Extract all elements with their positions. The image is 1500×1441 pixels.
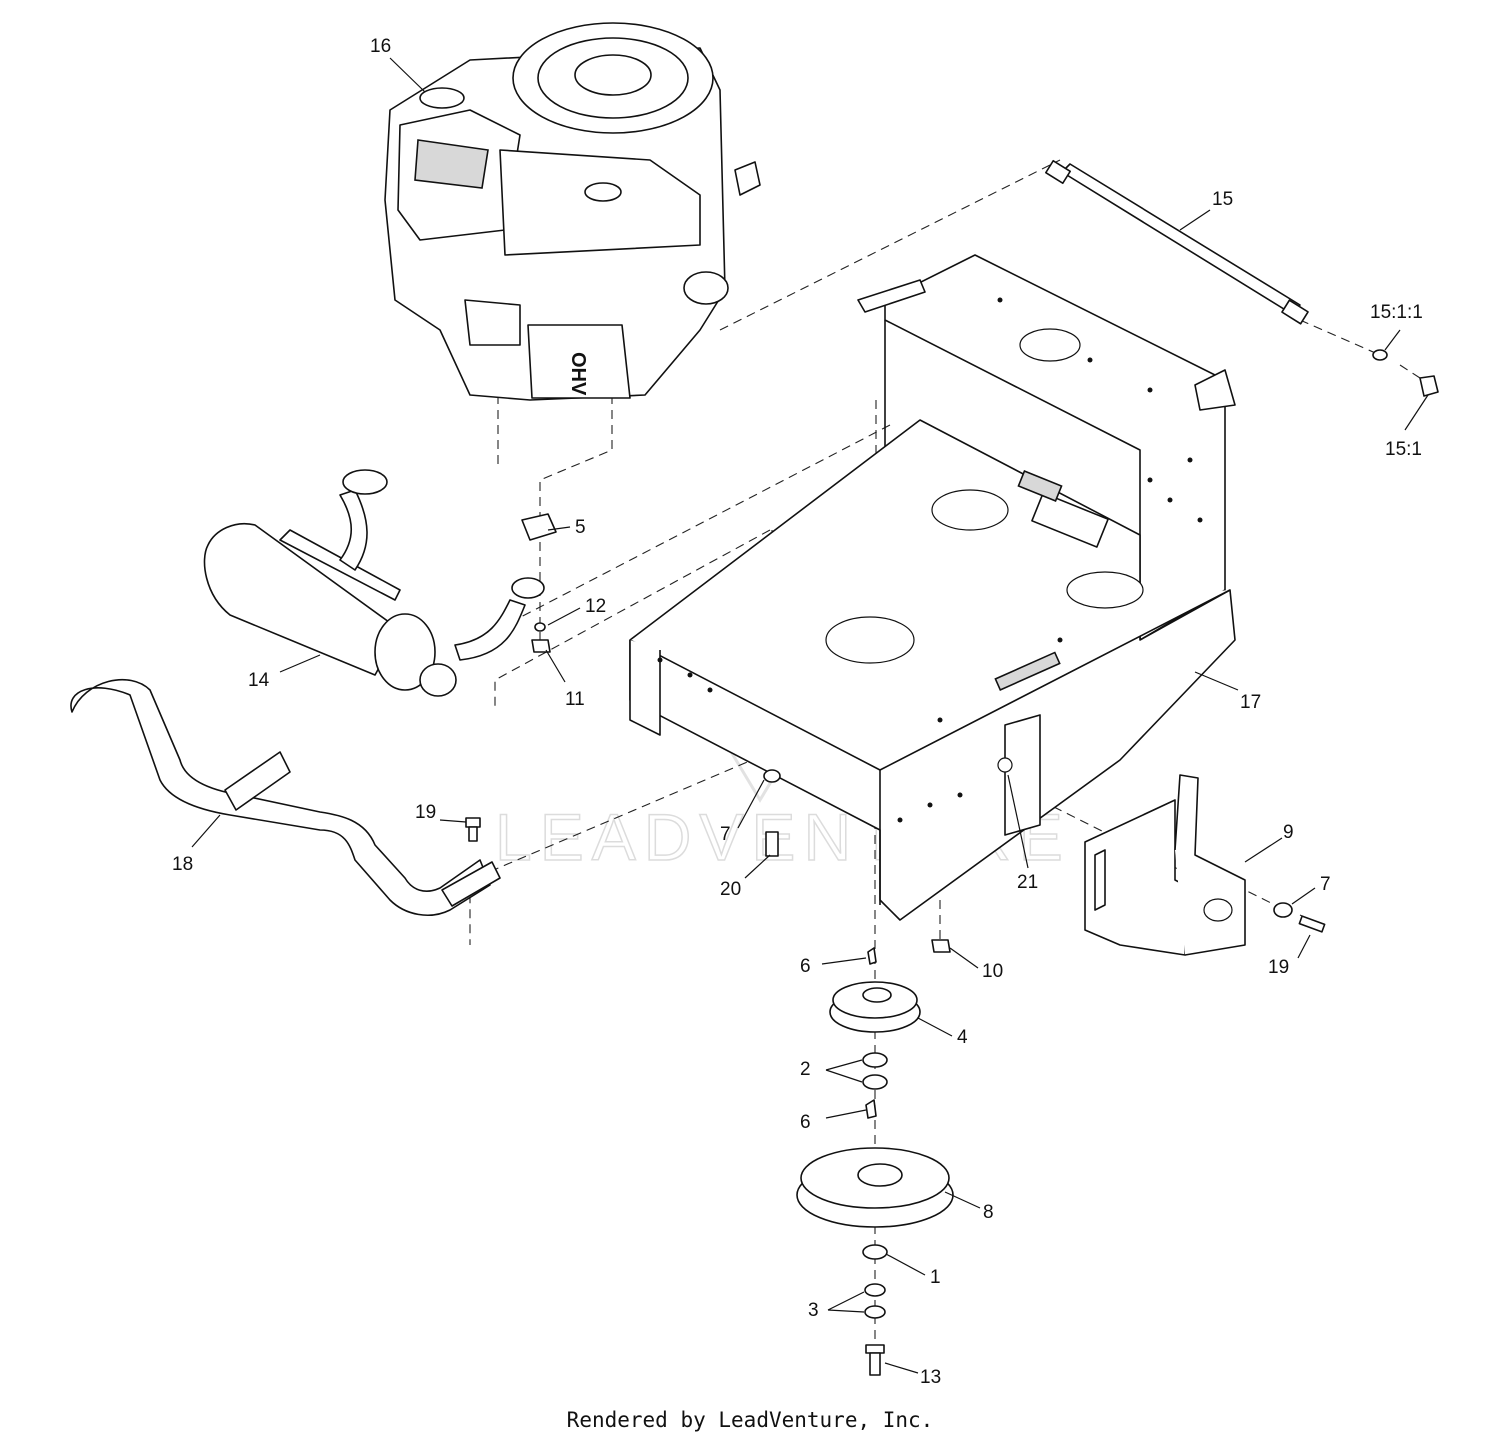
callout-12: 12 (585, 596, 606, 617)
callout-15: 15 (1212, 189, 1233, 210)
callout-20: 20 (720, 879, 741, 900)
bolt-19-right (1273, 902, 1326, 933)
callout-8: 8 (983, 1202, 994, 1223)
footer-credit: Rendered by LeadVenture, Inc. (567, 1408, 934, 1432)
handlebar (70, 678, 501, 916)
stud-20 (763, 769, 781, 857)
callout-5: 5 (575, 517, 586, 538)
leader-lines (191, 57, 1429, 1374)
callout-4: 4 (957, 1027, 968, 1048)
callout-6-bottom: 6 (800, 1112, 811, 1133)
callout-17: 17 (1240, 692, 1261, 713)
callout-16: 16 (370, 36, 391, 57)
callout-15-1-1: 15:1:1 (1370, 302, 1423, 323)
engine-ohv-label: OHV (567, 352, 589, 396)
callout-19-left: 19 (415, 802, 436, 823)
callout-2: 2 (800, 1059, 811, 1080)
callout-7-right: 7 (1320, 874, 1331, 895)
callout-7-left: 7 (720, 824, 731, 845)
callout-19-right: 19 (1268, 957, 1289, 978)
exhaust-hardware (521, 513, 557, 653)
callout-15-1: 15:1 (1385, 439, 1422, 460)
bolt-19-left (465, 817, 481, 842)
callout-6-top: 6 (800, 956, 811, 977)
callout-21: 21 (1017, 872, 1038, 893)
callout-3: 3 (808, 1300, 819, 1321)
callout-11: 11 (565, 689, 585, 710)
oil-drain-hose (1045, 159, 1439, 397)
bracket (1084, 774, 1246, 956)
callout-10: 10 (982, 961, 1003, 982)
frame (629, 254, 1236, 921)
callout-18: 18 (172, 854, 193, 875)
callout-9: 9 (1283, 822, 1294, 843)
nut-10 (931, 939, 951, 953)
callout-13: 13 (920, 1367, 941, 1388)
muffler (203, 469, 545, 697)
pulley-stack (796, 947, 954, 1376)
engine: OHV (384, 22, 761, 401)
callout-1: 1 (930, 1267, 941, 1288)
callout-labels: 16 15 15:1:1 15:1 5 12 11 14 17 19 18 7 … (172, 36, 1423, 1388)
callout-14: 14 (248, 670, 270, 691)
